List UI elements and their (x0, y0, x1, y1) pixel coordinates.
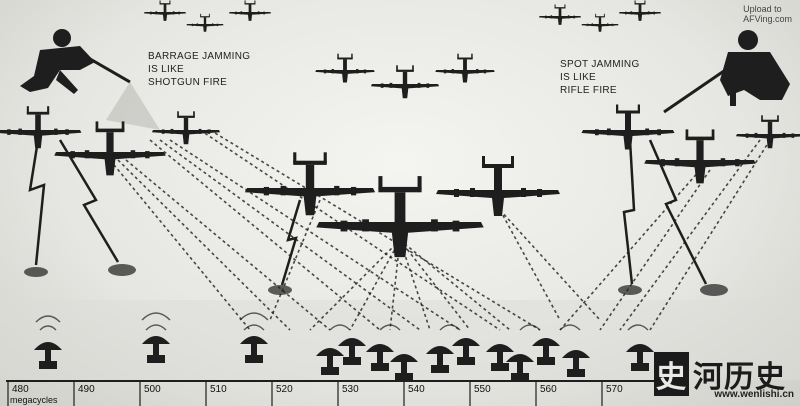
scale-tick-540: 540 (408, 384, 425, 395)
scale-tick-490: 490 (78, 384, 95, 395)
frequency-scale-bar (6, 380, 656, 406)
scale-tick-510: 510 (210, 384, 227, 395)
site-url-watermark: www.wenlishi.cn (714, 389, 794, 400)
barrage-jamming-caption: BARRAGE JAMMING IS LIKE SHOTGUN FIRE (148, 50, 250, 89)
scale-tick-500: 500 (144, 384, 161, 395)
soldier-rifle-figure (664, 30, 790, 112)
upload-watermark-line2: AFVing.com (743, 14, 792, 24)
upload-watermark-line1: Upload to (743, 4, 792, 14)
radar-impact-splashes (24, 264, 728, 296)
scale-tick-560: 560 (540, 384, 557, 395)
site-logo-box-char: 史 (654, 352, 689, 396)
soldier-shotgun-figure (20, 29, 160, 130)
scale-tick-530: 530 (342, 384, 359, 395)
scale-tick-480: 480 (12, 384, 29, 395)
spot-jamming-caption: SPOT JAMMING IS LIKE RIFLE FIRE (560, 58, 640, 97)
scale-tick-570: 570 (606, 384, 623, 395)
scale-unit-label: megacycles (10, 395, 58, 405)
upload-watermark: Upload to AFVing.com (743, 4, 792, 24)
scale-tick-550: 550 (474, 384, 491, 395)
lightning-bolts (30, 140, 706, 285)
scale-tick-520: 520 (276, 384, 293, 395)
